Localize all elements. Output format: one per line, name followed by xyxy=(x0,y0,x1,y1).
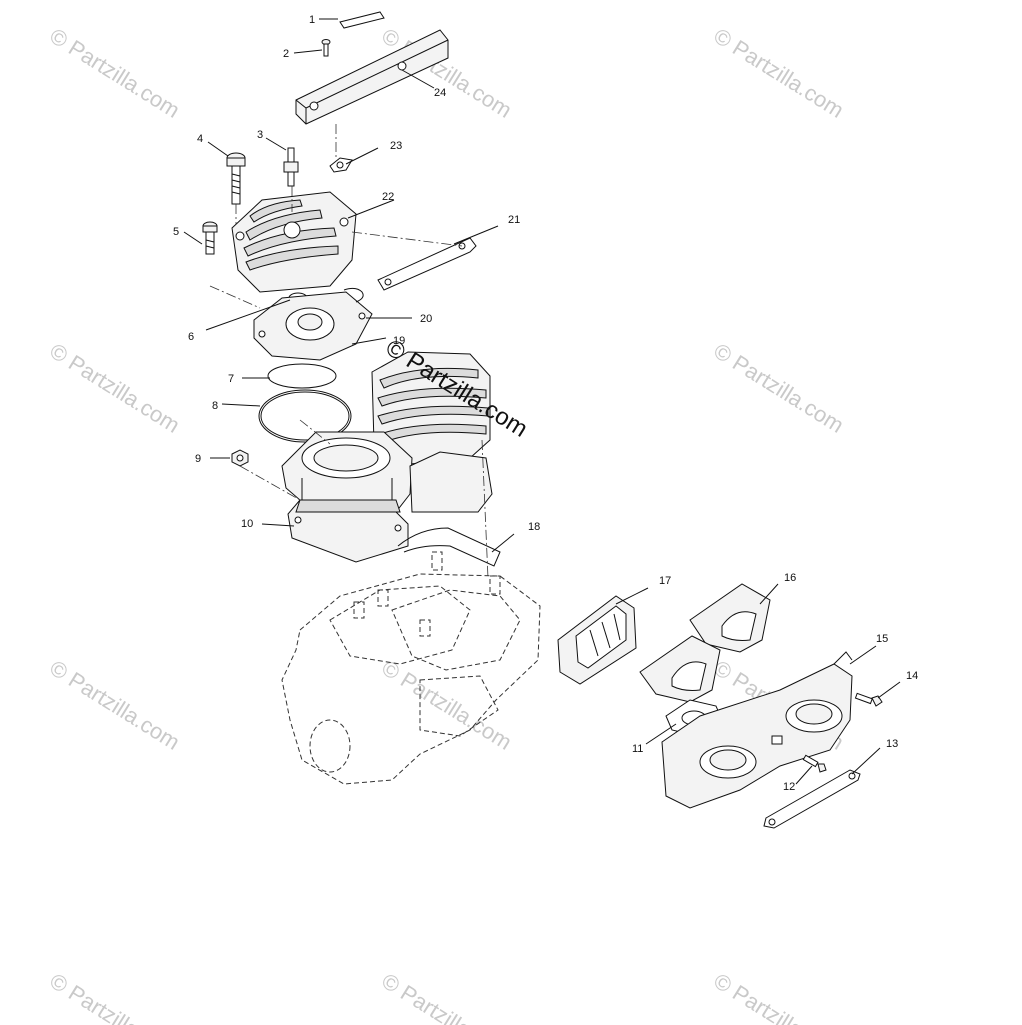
part-12-bolt[interactable] xyxy=(802,754,827,773)
callout-13[interactable]: 13 xyxy=(886,738,898,750)
part-4-bolt[interactable] xyxy=(226,152,246,205)
part-1-decal[interactable] xyxy=(339,11,385,29)
watermark-layer: © Partzilla.com © Partzilla.com © Partzi… xyxy=(45,23,848,1025)
callout-2[interactable]: 2 xyxy=(283,48,289,60)
callout-8[interactable]: 8 xyxy=(212,400,218,412)
part-16-reed-stuffer[interactable] xyxy=(639,583,771,703)
watermark-text: © Partzilla.com xyxy=(45,23,184,123)
assembly-lines xyxy=(209,124,489,579)
part-14-bolt[interactable] xyxy=(854,692,883,707)
part-7-o-ring[interactable] xyxy=(267,363,337,389)
watermark-text: © Partzilla.com xyxy=(709,968,848,1025)
part-24-cover[interactable] xyxy=(295,29,449,125)
callout-1[interactable]: 1 xyxy=(309,14,315,26)
part-18-gasket[interactable] xyxy=(397,527,501,567)
callout-11[interactable]: 11 xyxy=(632,743,643,755)
part-2-screw[interactable] xyxy=(321,39,331,57)
part-15-intake-manifold[interactable] xyxy=(661,651,853,809)
callout-19[interactable]: 19 xyxy=(393,335,405,347)
part-22-cylinder-head[interactable] xyxy=(231,191,357,293)
watermark-text: © Partzilla.com xyxy=(377,968,516,1025)
part-10-cylinder[interactable] xyxy=(281,431,493,563)
watermark-text: © Partzilla.com xyxy=(709,338,848,438)
part-13-strap[interactable] xyxy=(763,769,861,829)
callout-3[interactable]: 3 xyxy=(257,129,263,141)
callouts: 1 2 3 4 5 6 7 8 9 10 11 12 13 14 15 16 1… xyxy=(173,14,918,793)
callout-16[interactable]: 16 xyxy=(784,572,796,584)
callout-14[interactable]: 14 xyxy=(906,670,918,682)
crankcase-reference xyxy=(281,551,541,785)
part-8-o-ring[interactable] xyxy=(258,389,352,443)
watermark-text: © Partzilla.com xyxy=(45,655,184,755)
callout-17[interactable]: 17 xyxy=(659,575,671,587)
part-17-reed-valve[interactable] xyxy=(557,595,637,685)
callout-6[interactable]: 6 xyxy=(188,331,194,343)
callout-21[interactable]: 21 xyxy=(508,214,520,226)
callout-5[interactable]: 5 xyxy=(173,226,179,238)
callout-22[interactable]: 22 xyxy=(382,191,394,203)
callout-12[interactable]: 12 xyxy=(783,781,795,793)
part-20-cover[interactable] xyxy=(253,287,373,361)
callout-7[interactable]: 7 xyxy=(228,373,234,385)
part-19-cylinder-head[interactable] xyxy=(371,351,491,465)
callout-9[interactable]: 9 xyxy=(195,453,201,465)
callout-18[interactable]: 18 xyxy=(528,521,540,533)
callout-4[interactable]: 4 xyxy=(197,133,203,145)
watermark-text: © Partzilla.com xyxy=(45,338,184,438)
callout-10[interactable]: 10 xyxy=(241,518,253,530)
watermark-text: © Partzilla.com xyxy=(45,968,184,1025)
part-9-nut[interactable] xyxy=(231,449,249,467)
part-23-gasket[interactable] xyxy=(329,157,353,173)
callout-23[interactable]: 23 xyxy=(390,140,402,152)
watermark-text: © Partzilla.com xyxy=(709,23,848,123)
callout-20[interactable]: 20 xyxy=(420,313,432,325)
callout-15[interactable]: 15 xyxy=(876,633,888,645)
callout-24[interactable]: 24 xyxy=(434,87,446,99)
leader-lines xyxy=(183,18,901,785)
part-3-spark-plug[interactable] xyxy=(283,147,299,187)
part-5-bolt[interactable] xyxy=(202,221,218,255)
